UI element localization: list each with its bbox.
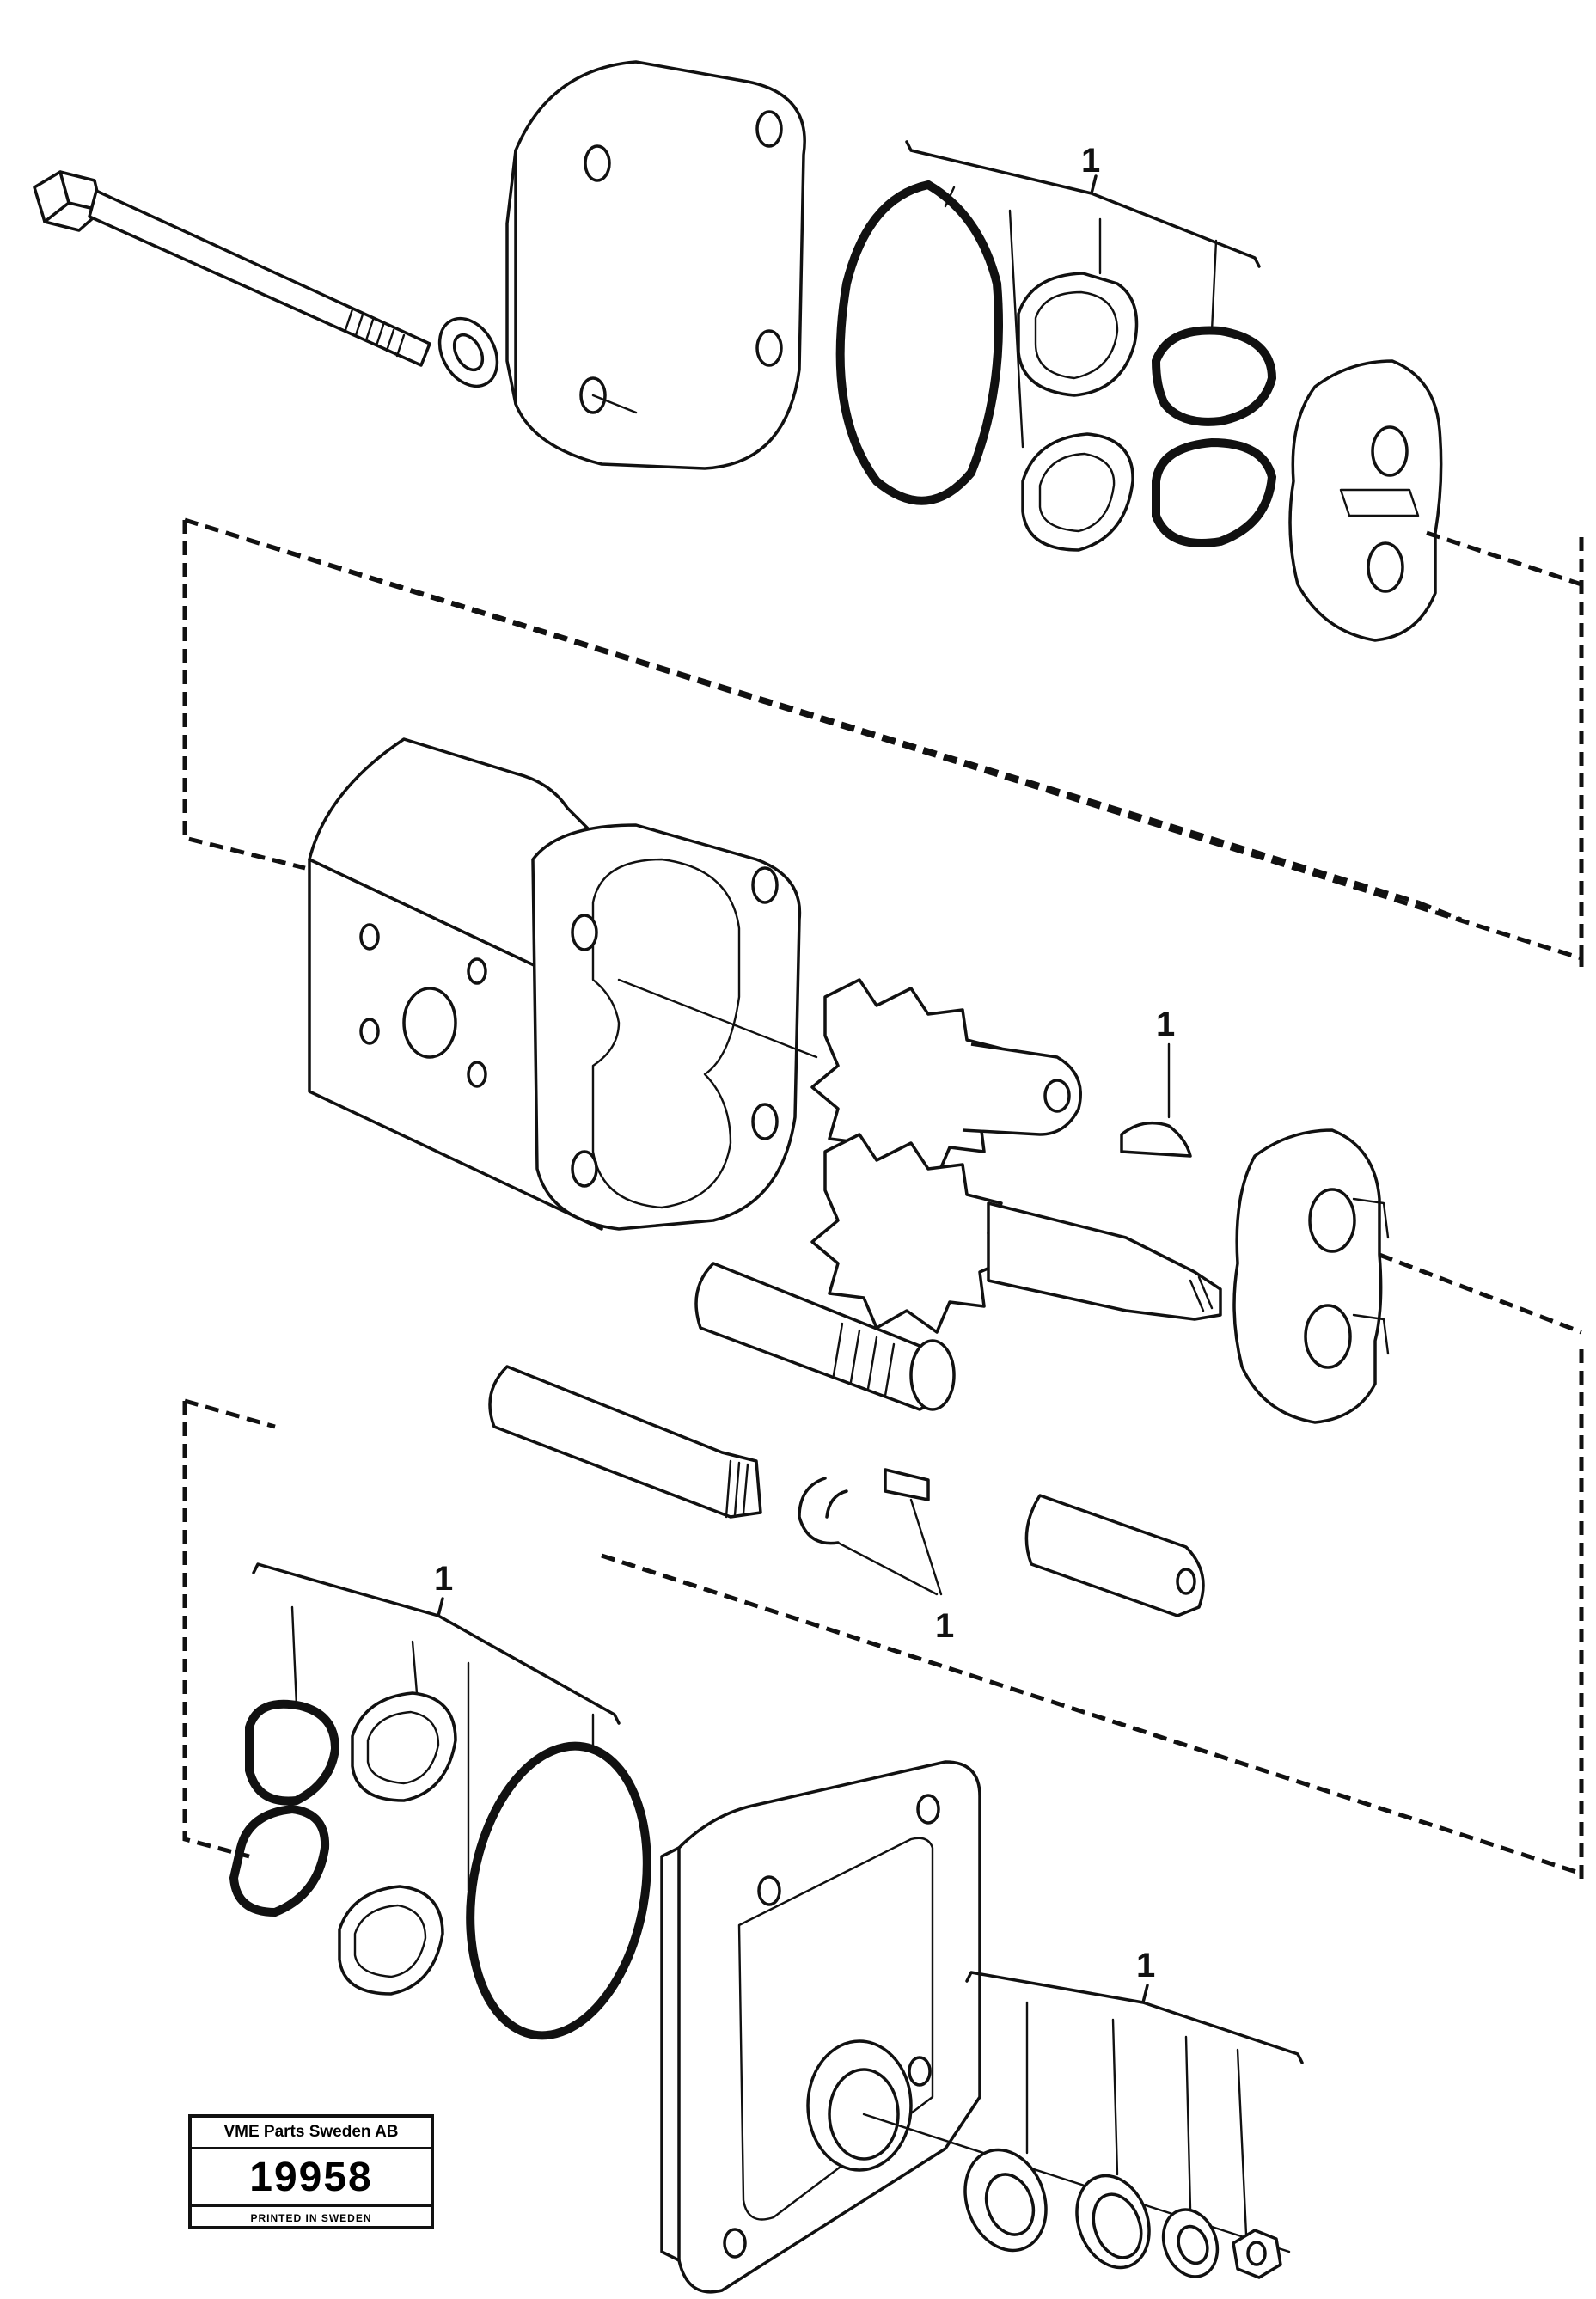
dashed-group-lower	[182, 1398, 1582, 1876]
drive-gear-upper	[810, 978, 1082, 1179]
seal-plate-bottom-lower	[338, 1885, 444, 1996]
leader-lines-shaft	[836, 1498, 943, 1596]
lock-washer	[1161, 2208, 1220, 2278]
seal-plate-top-lower	[1021, 432, 1134, 552]
woodruff-key	[1120, 1042, 1192, 1158]
splined-coupling	[694, 1262, 956, 1411]
bracket-bottom-left	[252, 1562, 621, 1725]
callout-label-top: 1	[1081, 142, 1100, 180]
callout-label-shaft: 1	[935, 1607, 954, 1645]
callout-label-bottom-left: 1	[434, 1560, 453, 1598]
circlip-large	[1075, 2174, 1151, 2270]
front-flange	[660, 1760, 1291, 2294]
drive-gear-lower	[810, 1133, 1222, 1334]
drive-shaft	[488, 1365, 762, 1519]
stamp-illustration-number: 19958	[192, 2149, 431, 2207]
shaft-seal	[963, 2148, 1048, 2253]
seal-plate-top-upper	[1017, 272, 1139, 397]
washer	[437, 316, 499, 388]
stamp-company: VME Parts Sweden AB	[192, 2118, 431, 2149]
stamp-printed-note: PRINTED IN SWEDEN	[250, 2212, 372, 2224]
bearing-block-middle	[1232, 1128, 1390, 1424]
callout-label-bottom-right: 1	[1136, 1947, 1155, 1984]
leader-lines-top	[944, 186, 1218, 449]
large-o-ring-top	[835, 180, 1003, 505]
bushing-sleeve	[1024, 1494, 1205, 1617]
seal-plate-bottom-upper	[351, 1691, 457, 1802]
bracket-bottom-right	[965, 1971, 1304, 2064]
figure-eight-o-ring-bottom	[229, 1699, 340, 1917]
bearing-block-top	[1288, 359, 1443, 642]
leader-lines-bottom-left	[290, 1605, 595, 1892]
callout-label-key: 1	[1156, 1006, 1175, 1043]
small-key	[884, 1468, 930, 1501]
figure-eight-o-ring-top	[1151, 326, 1277, 547]
snap-ring-small	[798, 1477, 848, 1545]
publisher-stamp: VME Parts Sweden AB 19958 PRINTED IN SWE…	[188, 2114, 434, 2229]
pump-housing	[308, 737, 818, 1231]
end-cover	[505, 60, 806, 470]
large-o-ring-bottom	[466, 1741, 651, 2040]
dashed-group-upper-right	[1379, 1252, 1582, 1335]
bolt	[33, 170, 431, 367]
hex-nut	[1232, 2229, 1282, 2279]
leader-lines-bottom-right	[1025, 2001, 1248, 2236]
bracket-top	[905, 140, 1261, 268]
